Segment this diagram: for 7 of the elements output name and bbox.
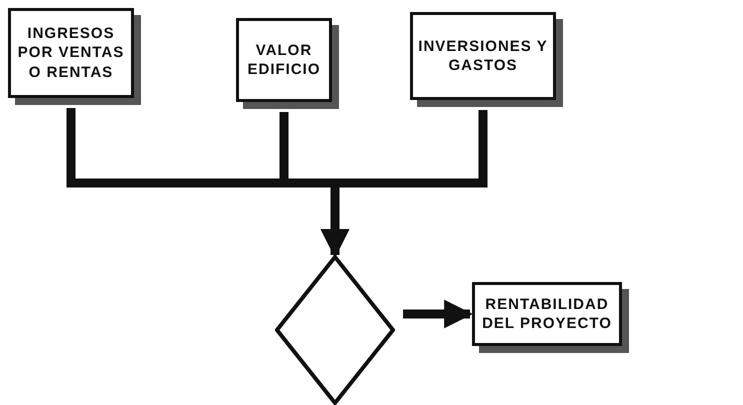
box-label: INVERSIONES Y GASTOS — [417, 36, 549, 76]
box-label: RENTABILIDAD DEL PROYECTO — [481, 294, 613, 334]
box-label: INGRESOS POR VENTAS O RENTAS — [16, 24, 126, 82]
arrow — [320, 110, 488, 258]
diamond-node — [275, 255, 395, 405]
box-label: VALOR EDIFICIO — [246, 40, 322, 80]
arrow — [403, 300, 473, 328]
